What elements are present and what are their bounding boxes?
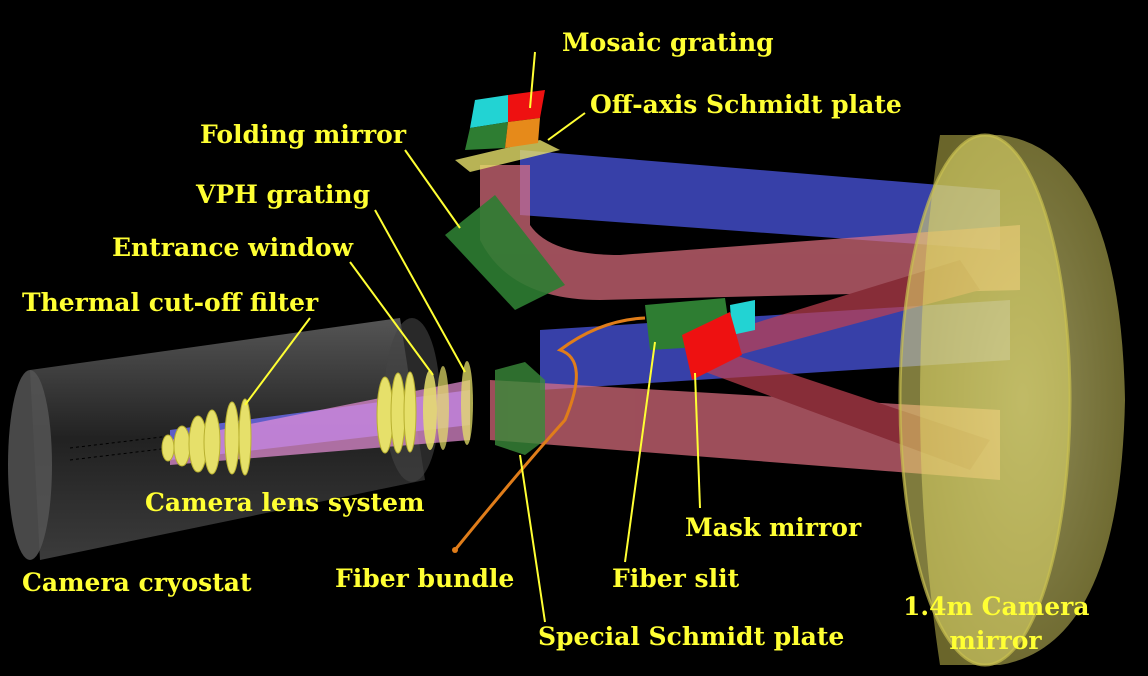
label-folding-mirror: Folding mirror [200,120,407,149]
label-camera-mirror: 1.4m Camera mirror [903,590,1090,658]
special-schmidt-plate [495,362,545,455]
label-special-schmidt-plate: Special Schmidt plate [538,622,845,651]
label-camera-cryostat: Camera cryostat [22,568,252,597]
label-entrance-window: Entrance window [112,233,354,262]
mask-mirror [682,300,755,380]
entrance-window [437,366,449,450]
label-vph-grating: VPH grating [196,180,371,209]
thermal-filter [423,370,437,450]
label-fiber-slit: Fiber slit [612,564,740,593]
camera-mirror [898,133,1125,667]
camera-lens-system [161,371,417,476]
vph-grating [461,361,473,445]
label-camera-lens-system: Camera lens system [145,488,425,517]
fiber-bundle [453,316,646,551]
label-camera-mirror-line1: 1.4m Camera [903,592,1090,621]
label-offaxis-schmidt-plate: Off-axis Schmidt plate [590,90,902,119]
label-camera-mirror-line2: mirror [949,625,1042,655]
mosaic-grating [465,90,545,150]
label-mosaic-grating: Mosaic grating [562,28,774,57]
label-mask-mirror: Mask mirror [685,513,862,542]
folding-mirror [445,195,565,310]
leader-lines [244,51,701,623]
label-fiber-bundle: Fiber bundle [335,564,515,593]
label-thermal-filter: Thermal cut-off filter [22,288,319,317]
offaxis-schmidt-plate [455,140,560,172]
